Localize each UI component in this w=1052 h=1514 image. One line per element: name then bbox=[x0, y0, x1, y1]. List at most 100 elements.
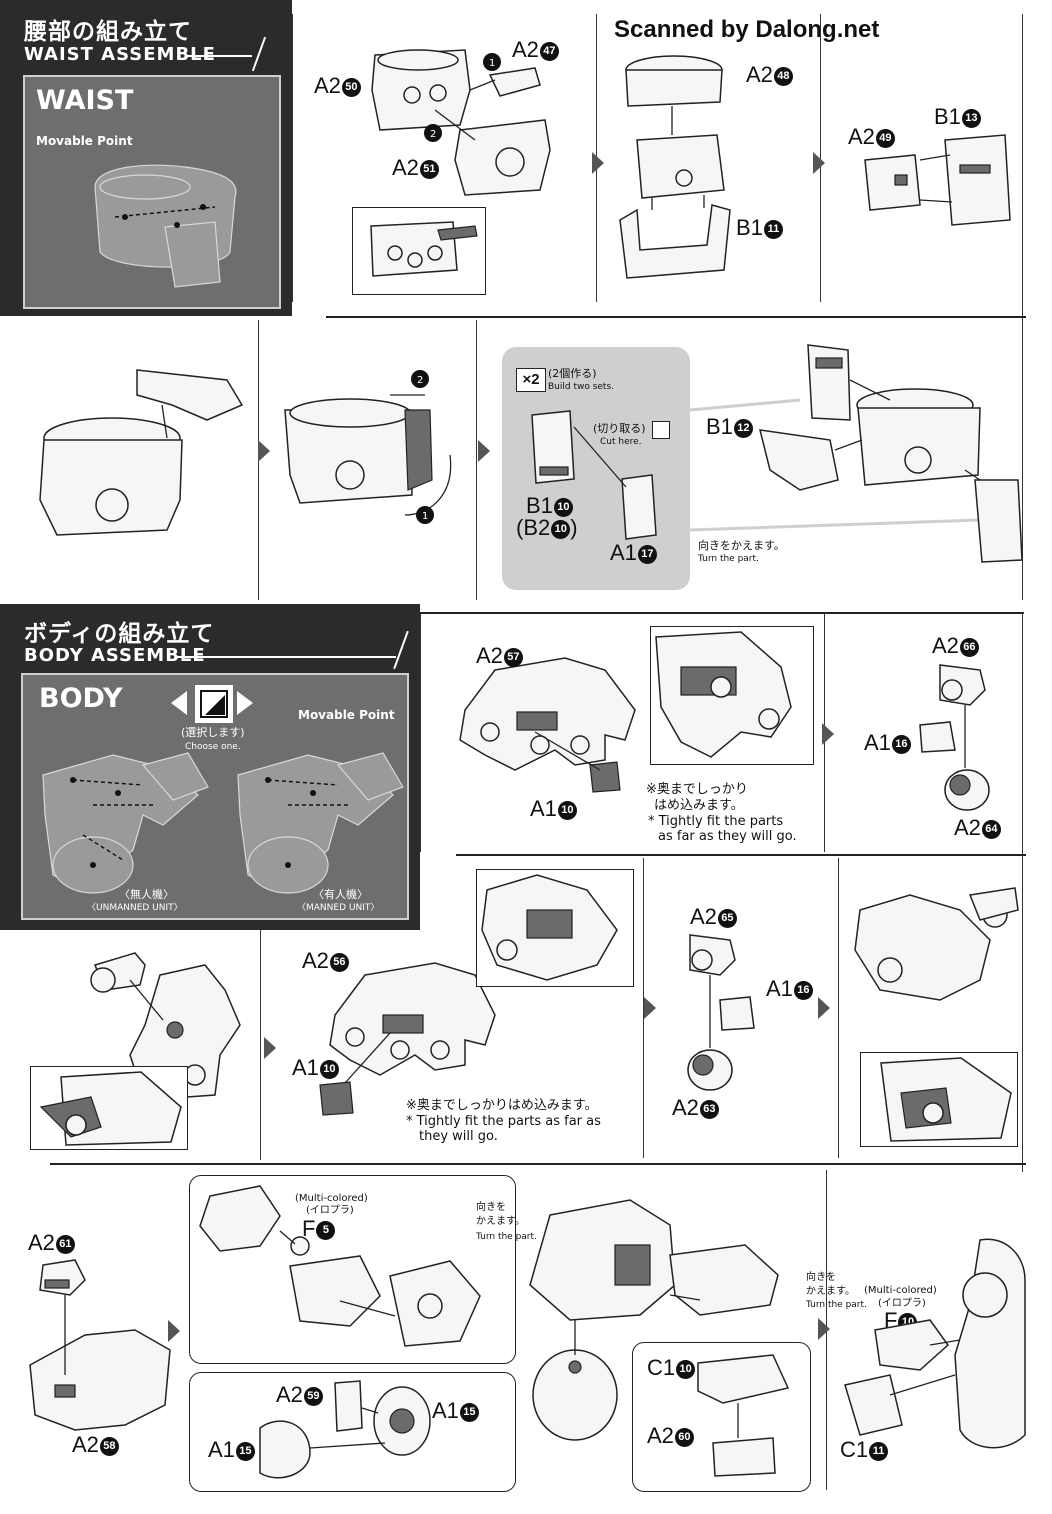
body-header-en: BODY ASSEMBLE bbox=[24, 645, 206, 666]
fit-note1-jp2: はめ込みます。 bbox=[654, 798, 744, 813]
waist-header-jp: 腰部の組み立て bbox=[24, 18, 192, 45]
body-row3-main-drawing bbox=[529, 1199, 779, 1441]
inset-drawing bbox=[655, 631, 792, 758]
header-rule bbox=[186, 55, 252, 57]
waist-header-en: WAIST ASSEMBLE bbox=[24, 44, 216, 65]
body-row2-inset-b bbox=[476, 869, 634, 987]
manned-unit-jp: 〈有人機〉 bbox=[313, 888, 368, 901]
step-arrow bbox=[644, 997, 656, 1019]
header-rule bbox=[176, 656, 396, 658]
body-step2-drawing bbox=[919, 664, 990, 811]
body-row3-step1-drawing bbox=[29, 1259, 171, 1431]
inset-drawing bbox=[39, 1071, 182, 1146]
sub-a-drawing bbox=[199, 1185, 481, 1347]
step-arrow bbox=[264, 1037, 276, 1059]
step-arrow bbox=[822, 723, 834, 745]
waist-panel-title: WAIST bbox=[36, 85, 134, 116]
waist-build-two-callout: ×2 (2個作る) Build two sets. (切り取る) Cut her… bbox=[502, 347, 690, 590]
callout-drawing bbox=[531, 410, 657, 540]
body-step1-drawing bbox=[459, 657, 636, 793]
choose-left-arrow-icon bbox=[171, 691, 187, 715]
choose-right-arrow-icon bbox=[237, 691, 253, 715]
watermark-text: Scanned by Dalong.net bbox=[614, 16, 880, 43]
build-two-en: Build two sets. bbox=[548, 382, 615, 392]
turn-note2-en: Turn the part. bbox=[806, 1300, 867, 1310]
body-row2-step4-drawing bbox=[854, 887, 1019, 1001]
fit-note2-en1: * Tightly fit the parts as far as bbox=[406, 1114, 601, 1129]
body-row2-inset-a bbox=[30, 1066, 188, 1150]
body-panel-subtitle: Movable Point bbox=[298, 708, 395, 722]
turn-note2-jp1: 向きを bbox=[806, 1272, 836, 1283]
unmanned-unit-jp: 〈無人機〉 bbox=[119, 888, 174, 901]
multi-colored-jp-1: (イロプラ) bbox=[306, 1205, 354, 1216]
step-arrow bbox=[818, 1318, 830, 1340]
body-ghost-illustration bbox=[42, 752, 404, 894]
body-header-jp: ボディの組み立て bbox=[24, 620, 215, 647]
build-two-jp: (2個作る) bbox=[548, 367, 597, 380]
choose-one-en: Choose one. bbox=[185, 742, 241, 752]
body-row3-final-drawing bbox=[844, 1238, 1026, 1449]
body-movable-panel: BODY Movable Point (選択します) Choose one. 〈… bbox=[21, 673, 409, 920]
manned-unit-en: 〈MANNED UNIT〉 bbox=[297, 903, 380, 913]
waist-row2-step1-drawing bbox=[39, 369, 244, 536]
turn-note1-jp2: かえます。 bbox=[476, 1216, 525, 1227]
step-arrow bbox=[168, 1320, 180, 1342]
waist-ghost-illustration bbox=[94, 164, 237, 288]
cut-here-en: Cut here. bbox=[600, 437, 642, 447]
fit-note1-en2: as far as they will go. bbox=[658, 829, 797, 844]
step-arrow bbox=[592, 152, 604, 174]
body-panel-title: BODY bbox=[39, 683, 123, 714]
waist-panel-subtitle: Movable Point bbox=[36, 134, 133, 148]
waist-step2-drawing bbox=[619, 55, 731, 279]
turn-note1-en: Turn the part. bbox=[476, 1232, 537, 1242]
body-row2-inset-c bbox=[860, 1052, 1018, 1147]
fit-note2-jp: ※奥までしっかりはめ込みます。 bbox=[406, 1098, 598, 1113]
waist-row2-step2-drawing: 2 1 bbox=[284, 370, 452, 524]
sub-c-drawing bbox=[697, 1354, 790, 1477]
body-row2-step2-drawing bbox=[319, 962, 496, 1116]
svg-text:1: 1 bbox=[489, 58, 495, 69]
waist-step3-drawing bbox=[864, 134, 1011, 226]
cutter-icon bbox=[652, 421, 670, 439]
body-row2-step3-drawing bbox=[687, 934, 755, 1091]
choice-toggle-icon bbox=[195, 685, 233, 723]
svg-text:2: 2 bbox=[417, 375, 423, 386]
turn-note2-jp2: かえます。 bbox=[806, 1286, 855, 1297]
fit-note2-en2: they will go. bbox=[419, 1129, 498, 1144]
inset-drawing bbox=[481, 874, 618, 981]
unmanned-unit-en: 〈UNMANNED UNIT〉 bbox=[87, 903, 183, 913]
waist-final-drawing bbox=[689, 344, 1023, 563]
step-arrow bbox=[478, 440, 490, 462]
multi-colored-jp-2: (イロプラ) bbox=[878, 1298, 926, 1309]
inset-drawing bbox=[370, 221, 478, 277]
fit-note1-en1: * Tightly fit the parts bbox=[648, 814, 784, 829]
